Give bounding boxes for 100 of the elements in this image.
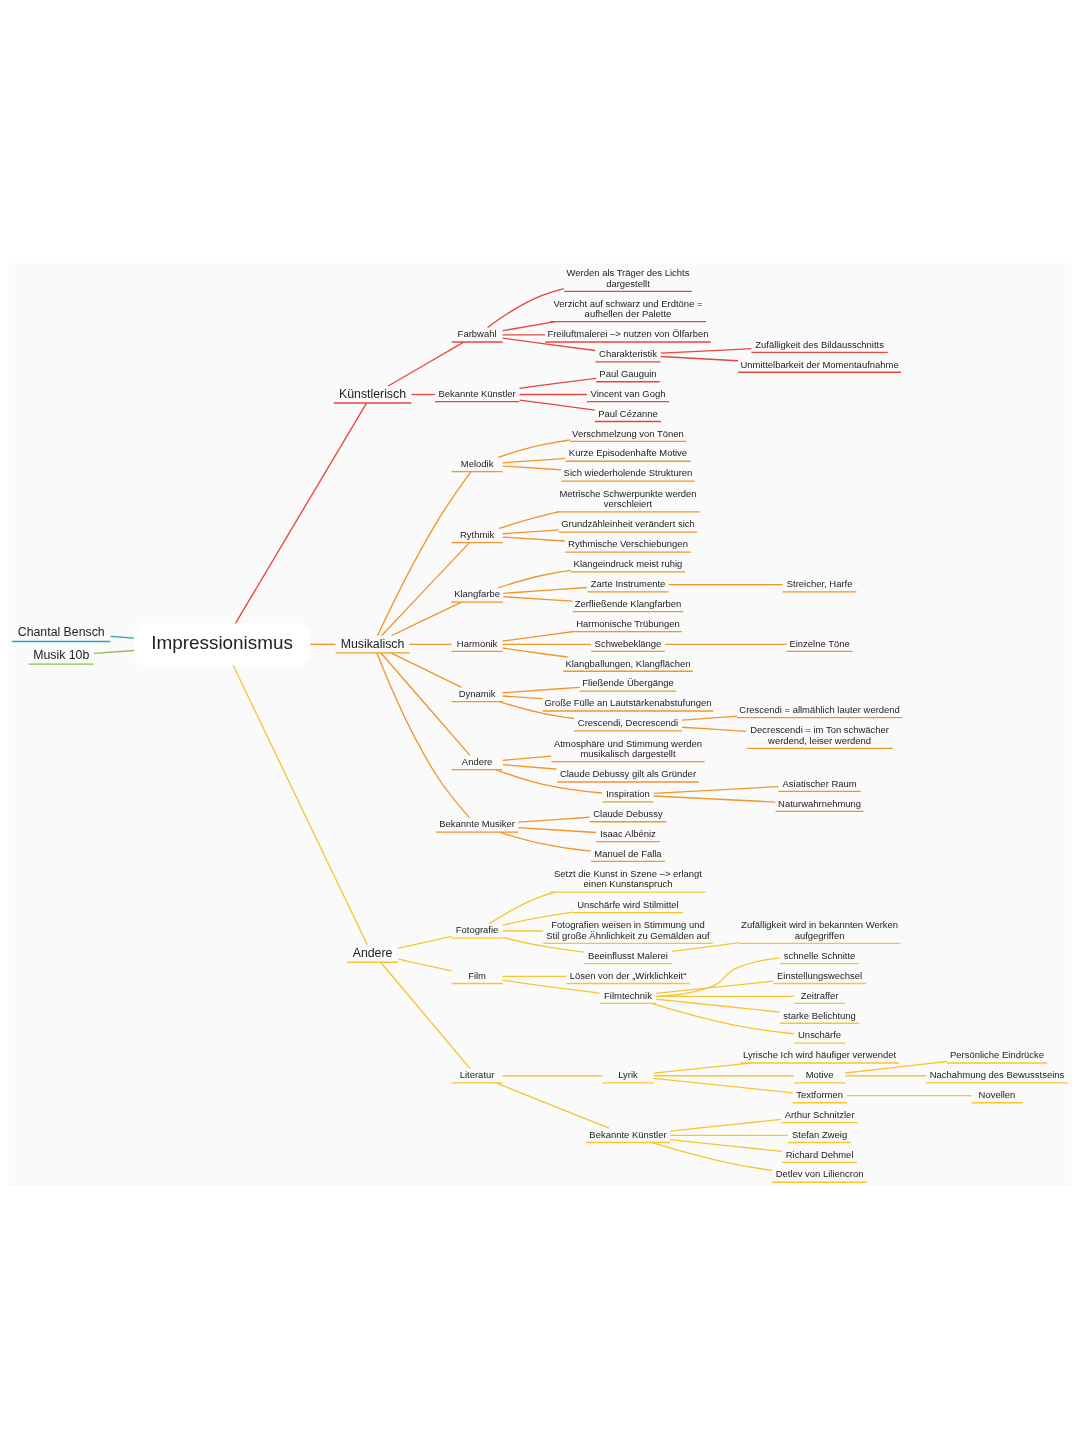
node-text: Dynamik bbox=[458, 687, 496, 699]
connector bbox=[488, 891, 556, 924]
connector bbox=[309, 643, 337, 645]
node-text: Melodik bbox=[460, 457, 494, 469]
node-text: Harmonik bbox=[456, 637, 498, 649]
node-text: Streicher, Harfe bbox=[786, 577, 853, 589]
node-text: Bekannte Künstler bbox=[438, 387, 516, 399]
node-text: Impressionismus bbox=[151, 631, 293, 653]
connector bbox=[501, 754, 552, 761]
connector bbox=[497, 569, 572, 589]
node-text: Vincent van Gogh bbox=[590, 387, 666, 399]
connector bbox=[650, 1002, 795, 1034]
connector bbox=[655, 995, 795, 997]
connector bbox=[681, 715, 738, 721]
connector bbox=[517, 816, 591, 823]
connector bbox=[518, 393, 588, 395]
connector bbox=[501, 333, 546, 336]
node-text: Metrische Schwerpunkte werden verschleiert bbox=[559, 487, 697, 509]
connector bbox=[669, 1138, 783, 1152]
connector bbox=[518, 398, 596, 411]
connector bbox=[93, 649, 135, 654]
node-text: Harmonische Trübungen bbox=[576, 617, 680, 629]
connector bbox=[653, 1061, 752, 1074]
node-text: Klangballungen, Klangflächen bbox=[565, 657, 691, 669]
node-text: Freiluftmalerei –> nutzen von Ölfarben bbox=[547, 327, 709, 339]
node-text: Lösen von der „Wirklichkeit“ bbox=[569, 969, 687, 981]
node-text: Farbwahl bbox=[457, 327, 497, 339]
connector bbox=[380, 961, 471, 1069]
connector bbox=[655, 998, 781, 1013]
connector bbox=[844, 1060, 948, 1074]
node-text: Charakteristik bbox=[599, 347, 657, 359]
node-text: Film bbox=[468, 969, 487, 981]
node-text: Beeinflusst Malerei bbox=[588, 949, 668, 961]
connector bbox=[495, 768, 603, 794]
connector bbox=[501, 1074, 604, 1076]
node-text: Musikalisch bbox=[340, 636, 405, 651]
node-text: starke Belichtung bbox=[783, 1009, 856, 1021]
connector bbox=[501, 763, 558, 770]
connector bbox=[669, 1134, 789, 1136]
node-text: Isaac Albéniz bbox=[600, 827, 656, 839]
connector bbox=[397, 935, 453, 949]
node-text: Motive bbox=[805, 1068, 834, 1080]
node-text: Stefan Zweig bbox=[792, 1128, 848, 1140]
connector bbox=[501, 646, 569, 658]
node-text: Richard Dehmel bbox=[785, 1148, 854, 1160]
connector bbox=[501, 929, 544, 932]
connector bbox=[232, 664, 369, 946]
connector bbox=[387, 340, 465, 387]
connector bbox=[653, 1074, 795, 1076]
node-text: Nachahmung des Bewusstseins bbox=[929, 1068, 1065, 1080]
connector bbox=[501, 320, 556, 331]
connector bbox=[502, 936, 585, 953]
node-text: schnelle Schnitte bbox=[783, 949, 856, 961]
node-text: Fotografie bbox=[455, 923, 499, 935]
node-text: Grundzähleinheit verändert sich bbox=[561, 517, 695, 529]
node-text: Kurze Episodenhafte Motive bbox=[568, 446, 688, 458]
connector bbox=[497, 438, 571, 458]
connector bbox=[660, 355, 739, 361]
node-text: Novellen bbox=[978, 1088, 1016, 1100]
connector bbox=[653, 785, 779, 794]
node-text: Inspiration bbox=[606, 787, 650, 799]
node-text: Atmosphäre und Stimmung werden musikalisch dargestellt bbox=[553, 737, 703, 759]
node-text: Große Fülle an Lautstärkenabstufungen bbox=[544, 696, 712, 708]
node-text: Zufälligkeit wird in bekannten Werken aufgegriffen bbox=[741, 918, 899, 941]
node-text: Zeitraffer bbox=[800, 989, 839, 1001]
connector bbox=[380, 652, 471, 756]
node-text: Klangeindruck meist ruhig bbox=[573, 557, 683, 569]
node-text: Sich wiederholende Strukturen bbox=[563, 466, 693, 478]
node-text: Fließende Übergänge bbox=[582, 676, 674, 688]
connector bbox=[390, 601, 462, 636]
connector bbox=[671, 941, 740, 952]
node-text: Crescendi = allmählich lauter werdend bbox=[739, 703, 900, 715]
connector bbox=[390, 651, 463, 688]
node-text: Chantal Bensch bbox=[17, 624, 105, 639]
connector bbox=[501, 337, 596, 351]
node-text: Lyrische Ich wird häufiger verwendet bbox=[743, 1048, 897, 1060]
connector bbox=[655, 956, 781, 997]
node-text: Detlev von Liliencron bbox=[775, 1167, 864, 1179]
connector bbox=[846, 1094, 972, 1096]
node-text: Textformen bbox=[796, 1088, 843, 1100]
connector bbox=[380, 541, 470, 636]
connector bbox=[501, 643, 592, 645]
node-text: Fotografien weisen in Stimmung und Stil große Ähnlichkeit zu Gemälden auf bbox=[546, 918, 710, 941]
connector bbox=[655, 980, 774, 994]
node-text: Lyrik bbox=[618, 1068, 638, 1080]
node-text: Crescendi, Decrescendi bbox=[577, 716, 679, 728]
node-text: Unschärfe bbox=[798, 1028, 842, 1040]
node-text: Werden als Träger des Lichts dargestellt bbox=[566, 266, 690, 289]
node-text: Unmittelbarkeit der Momentaufnahme bbox=[740, 358, 899, 370]
connector bbox=[486, 287, 565, 328]
connector bbox=[664, 643, 788, 645]
node-text: Setzt die Kunst in Szene –> erlangt einen Kunstanspruch bbox=[554, 867, 702, 889]
node-text: Klangfarbe bbox=[454, 587, 500, 599]
connector bbox=[501, 686, 581, 693]
connector bbox=[502, 910, 574, 926]
node-text: Bekannte Künstler bbox=[589, 1128, 667, 1140]
connector bbox=[653, 794, 776, 803]
connector bbox=[501, 464, 562, 470]
node-text: Unschärfe wird Stilmittel bbox=[577, 898, 679, 910]
node-text: Persönliche Eindrücke bbox=[949, 1048, 1045, 1060]
